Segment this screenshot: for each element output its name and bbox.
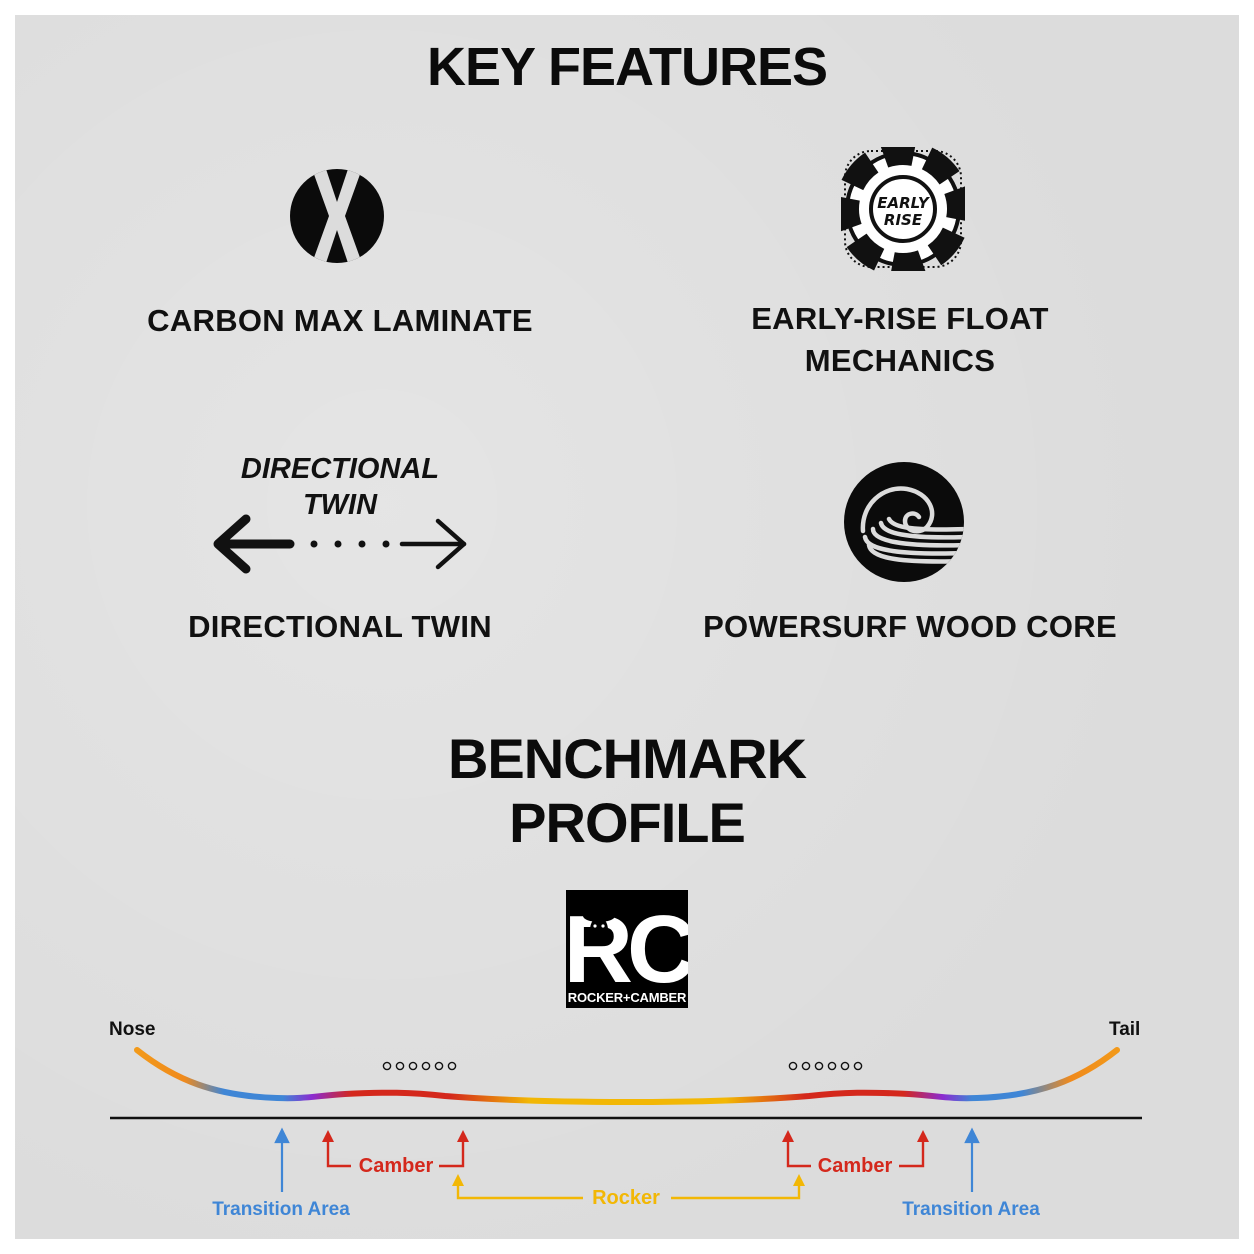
double-arrow-icon (213, 514, 467, 574)
wave-circle-icon (844, 462, 964, 582)
early-rise-icon-text-2: RISE (884, 211, 923, 229)
benchmark-title-line1: BENCHMARK (447, 727, 807, 790)
early-rise-label: EARLY-RISE FLOAT MECHANICS (675, 298, 1125, 382)
x-circle-icon (290, 169, 384, 263)
camber-brackets (326, 1140, 925, 1168)
key-features-title: KEY FEATURES (426, 37, 828, 97)
tail-label: Tail (1109, 1019, 1140, 1040)
early-rise-icon-text-1: EARLY (877, 194, 931, 212)
board-profile-curve (134, 1047, 1120, 1106)
benchmark-title-line2: PROFILE (509, 791, 746, 854)
rocker-arrowheads (452, 1174, 805, 1186)
transition-label-left: Transition Area (212, 1199, 350, 1220)
rc-logo-mark: RC (566, 896, 688, 990)
benchmark-profile-title: BENCHMARK PROFILE (15, 727, 1239, 855)
camber-contact-dots-right (788, 1061, 863, 1071)
powersurf-wood-core-label: POWERSURF WOOD CORE (703, 609, 1117, 644)
nose-label: Nose (109, 1019, 155, 1040)
rocker-label: Rocker (592, 1187, 660, 1209)
rocker-bracket (456, 1184, 801, 1200)
rc-logo-subtitle: ROCKER+CAMBER (567, 990, 687, 1005)
directional-twin-icon-text: DIRECTIONAL TWIN (215, 451, 465, 523)
board-profile-diagram: Nose Tail (109, 1019, 1142, 1220)
transition-arrows (274, 1127, 980, 1192)
camber-label-right: Camber (818, 1155, 893, 1177)
life-ring-icon: EARLY RISE (841, 147, 965, 271)
directional-icon-text-line2: TWIN (302, 489, 378, 521)
directional-twin-label: DIRECTIONAL TWIN (188, 609, 492, 644)
rc-logo-letters: RC (566, 896, 688, 990)
camber-label-left: Camber (359, 1155, 434, 1177)
camber-contact-dots-left (382, 1061, 457, 1071)
carbon-max-laminate-label: CARBON MAX LAMINATE (147, 303, 533, 338)
early-rise-label-line2: MECHANICS (804, 343, 996, 378)
directional-icon-text-line1: DIRECTIONAL (240, 453, 440, 485)
early-rise-label-line1: EARLY-RISE FLOAT (751, 301, 1049, 336)
transition-label-right: Transition Area (902, 1199, 1040, 1220)
key-features-graphic: KEY FEATURES CARBON MAX LAMINATE EARLY R… (15, 15, 1239, 1239)
rocker-camber-logo: RC ROCKER+CAMBER (566, 890, 688, 1008)
camber-arrowheads (322, 1130, 929, 1142)
